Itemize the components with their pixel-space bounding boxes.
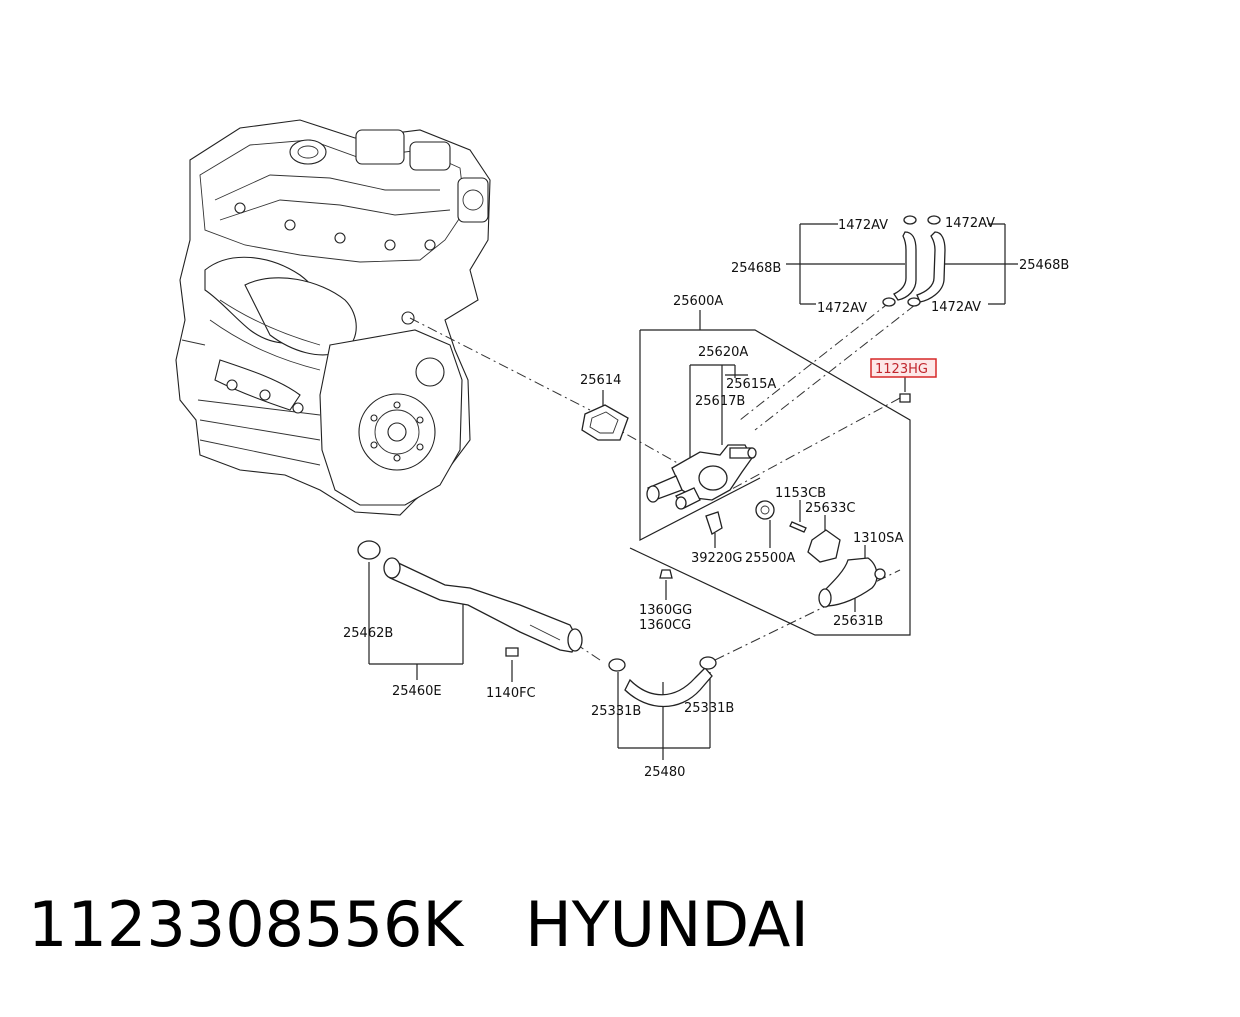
label-1360gg[interactable]: 1360GG (639, 603, 692, 618)
thermostat (755, 500, 775, 520)
label-25633c[interactable]: 25633C (805, 501, 855, 516)
part-caption: 1123308556K HYUNDAI (28, 888, 809, 961)
gasket-25633c (807, 529, 841, 563)
label-1472av[interactable]: 1472AV (838, 218, 888, 233)
hose-25480 (624, 667, 713, 708)
label-1360cg[interactable]: 1360CG (639, 618, 691, 633)
label-brackets (368, 223, 1018, 760)
label-25615a[interactable]: 25615A (726, 377, 776, 392)
label-25468b[interactable]: 25468B (731, 261, 781, 276)
pipe-25468b-right (916, 231, 946, 303)
label-25500a[interactable]: 25500A (745, 551, 795, 566)
label-25331b[interactable]: 25331B (591, 704, 641, 719)
parts (357, 215, 946, 708)
temp-sensor (705, 511, 723, 535)
pipe-25468b-left (893, 231, 917, 301)
label-25460e[interactable]: 25460E (392, 684, 442, 699)
part-number: 1123308556K (28, 888, 464, 961)
reference-lines (409, 301, 916, 661)
label-39220g[interactable]: 39220G (691, 551, 742, 566)
label-25617b[interactable]: 25617B (695, 394, 745, 409)
label-1472av[interactable]: 1472AV (945, 216, 995, 231)
label-25600a[interactable]: 25600A (673, 294, 723, 309)
brand-name: HYUNDAI (525, 888, 809, 961)
label-25631b[interactable]: 25631B (833, 614, 883, 629)
label-1153cb[interactable]: 1153CB (775, 486, 826, 501)
label-1472av[interactable]: 1472AV (931, 300, 981, 315)
label-25480[interactable]: 25480 (644, 765, 685, 780)
label-25331b[interactable]: 25331B (684, 701, 734, 716)
label-25462b[interactable]: 25462B (343, 626, 393, 641)
part-labels: 1472AV 1472AV 1472AV 1472AV 25468B 25468… (343, 216, 1069, 780)
label-25614[interactable]: 25614 (580, 373, 621, 388)
label-1123hg[interactable]: 1123HG (875, 362, 928, 377)
label-25620a[interactable]: 25620A (698, 345, 748, 360)
seal-25462b (357, 540, 381, 560)
engine-illustration (175, 119, 491, 516)
pipe-25460e (389, 559, 579, 653)
gasket-25614 (581, 404, 629, 441)
label-1472av[interactable]: 1472AV (817, 301, 867, 316)
bolt-1123hg (899, 393, 911, 403)
label-1310sa[interactable]: 1310SA (853, 531, 904, 546)
label-25468b[interactable]: 25468B (1019, 258, 1069, 273)
label-1140fc[interactable]: 1140FC (486, 686, 536, 701)
highlight-box (870, 358, 937, 378)
